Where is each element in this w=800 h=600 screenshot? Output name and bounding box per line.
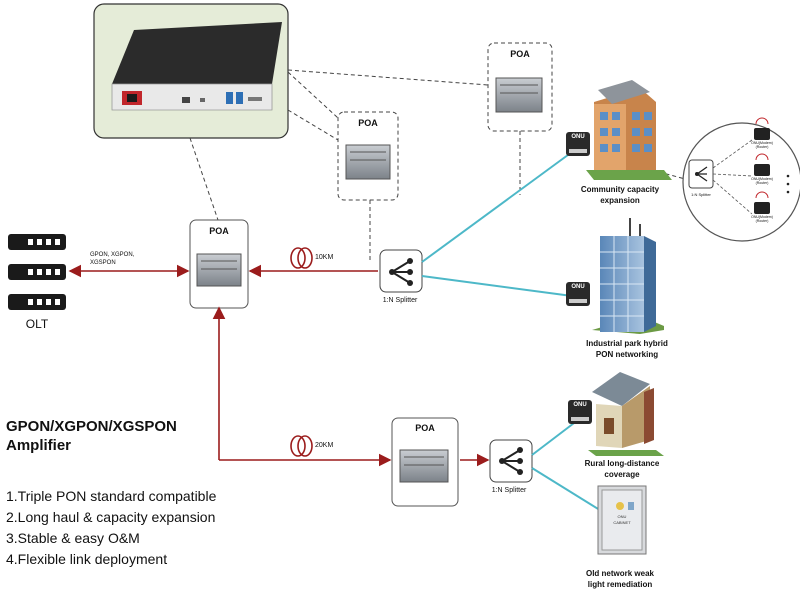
feature-item: 2.Long haul & capacity expansion bbox=[6, 509, 216, 525]
poa-box-lower bbox=[391, 417, 459, 507]
poa-label-main: POA bbox=[209, 226, 229, 236]
fiber-red-links bbox=[68, 247, 490, 467]
olt-server-stack bbox=[8, 234, 66, 310]
distance-10km-label: 10KM bbox=[315, 254, 334, 261]
dashed-connectors bbox=[189, 69, 697, 262]
onu-label-1: ONU bbox=[571, 134, 585, 140]
splitter-label-upper: 1:N Splitter bbox=[382, 297, 418, 304]
onu-cabinet-label-line2: CABINET bbox=[613, 520, 631, 525]
splitter-upper bbox=[379, 249, 423, 293]
scenario-industrial-line2: PON networking bbox=[595, 350, 659, 359]
distance-20km-label: 20KM bbox=[315, 442, 334, 449]
scenario-rural-line2: coverage bbox=[604, 470, 640, 479]
scenario-industrial-line1: Industrial park hybrid bbox=[586, 339, 668, 348]
feature-item: 3.Stable & easy O&M bbox=[6, 530, 140, 546]
onu-cabinet bbox=[597, 485, 647, 555]
scenario-old-network-line2: light remediation bbox=[587, 580, 653, 589]
product-title-line2: Amplifier bbox=[6, 437, 72, 454]
olt-label: OLT bbox=[25, 317, 49, 331]
modem-label-3: ONU(Modem) bbox=[751, 215, 773, 219]
poa-box-dashed-1 bbox=[337, 111, 399, 201]
community-building bbox=[586, 80, 672, 180]
scenario-rural-caption: Rural long-distance coverage bbox=[585, 458, 660, 480]
onu-1 bbox=[566, 132, 590, 156]
feature-item: 4.Flexible link deployment bbox=[6, 551, 168, 567]
scenario-industrial-caption: Industrial park hybrid PON networking bbox=[586, 338, 668, 360]
splitter-label-lower: 1:N Splitter bbox=[491, 487, 527, 494]
poa-box-main bbox=[189, 219, 249, 309]
feature-list: 1.Triple PON standard compatible 2.Long … bbox=[6, 486, 216, 570]
onu-cabinet-label-line1: ONU bbox=[617, 514, 627, 519]
rural-house bbox=[588, 372, 664, 456]
poa-box-dashed-2 bbox=[487, 42, 553, 132]
fiber-cyan-links bbox=[421, 151, 604, 513]
pon-types-line2: XGSPON bbox=[90, 260, 116, 266]
scenario-rural-line1: Rural long-distance bbox=[584, 459, 660, 468]
product-photo bbox=[93, 3, 289, 139]
scenario-community-line2: expansion bbox=[600, 196, 640, 205]
onu-2 bbox=[566, 282, 590, 306]
router-label-2: (Router) bbox=[755, 181, 769, 185]
poa-label-dashed-2: POA bbox=[510, 49, 530, 59]
scenario-old-network-line1: Old network weak bbox=[585, 569, 655, 578]
modem-label-1: ONU(Modem) bbox=[751, 141, 773, 145]
scenario-community-line1: Community capacity bbox=[580, 185, 660, 194]
onu-label-3: ONU bbox=[573, 402, 587, 408]
router-label-1: (Router) bbox=[755, 145, 769, 149]
splitter-lower bbox=[489, 439, 533, 483]
modem-label-2: ONU(Modem) bbox=[751, 177, 773, 181]
feature-item: 1.Triple PON standard compatible bbox=[6, 488, 217, 504]
onu-3 bbox=[568, 400, 592, 424]
router-label-3: (Router) bbox=[755, 219, 769, 223]
industrial-building bbox=[592, 218, 664, 334]
detail-circle bbox=[682, 117, 800, 242]
onu-label-2: ONU bbox=[571, 284, 585, 290]
product-title-line1: GPON/XGPON/XGSPON bbox=[6, 418, 177, 435]
pon-types-line1: GPON, XGPON, bbox=[90, 252, 135, 258]
scenario-community-caption: Community capacity expansion bbox=[581, 184, 659, 206]
splitter-label-detail: 1:N Splitter bbox=[691, 192, 711, 197]
scenario-old-network-caption: Old network weak light remediation bbox=[586, 568, 654, 590]
poa-label-lower: POA bbox=[415, 423, 435, 433]
product-title: GPON/XGPON/XGSPON Amplifier bbox=[6, 417, 177, 455]
poa-label-dashed-1: POA bbox=[358, 118, 378, 128]
